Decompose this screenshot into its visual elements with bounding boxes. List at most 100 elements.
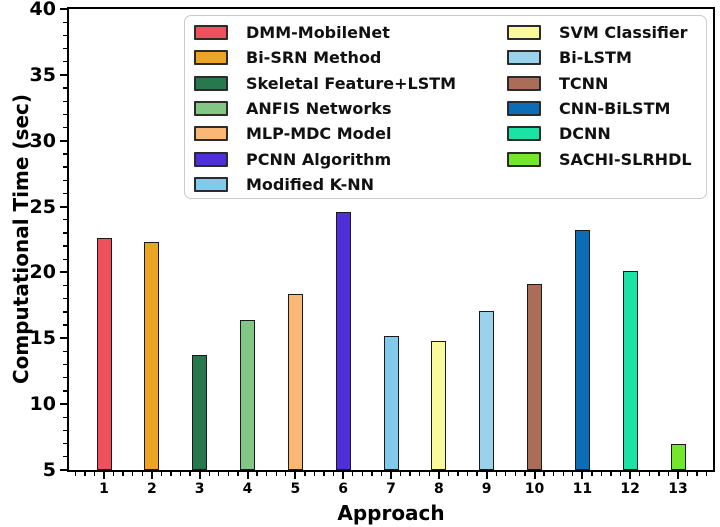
x-major-tick-3 [198, 472, 201, 479]
legend-label-pcnn-algorithm: PCNN Algorithm [246, 149, 392, 169]
y-minor-tick-32 [63, 113, 67, 116]
legend-item-cnn-bilstm: CNN-BiLSTM [507, 96, 692, 121]
legend-swatch-skeletal-feature-lstm [194, 75, 228, 91]
x-minor-tick [399, 472, 402, 476]
x-minor-tick [514, 472, 516, 476]
y-tick-label-40: 40 [29, 0, 56, 20]
x-major-tick-5 [294, 472, 297, 479]
y-minor-tick-7 [63, 443, 67, 445]
y-minor-tick-13 [63, 363, 67, 366]
y-minor-tick-12 [63, 377, 67, 379]
y-minor-tick-9 [63, 416, 67, 418]
x-minor-tick [562, 472, 564, 476]
legend-label-tcnn: TCNN [559, 73, 609, 93]
y-minor-tick-14 [63, 350, 67, 353]
x-major-tick-2 [150, 472, 153, 479]
x-minor-tick [361, 472, 363, 476]
x-minor-tick [256, 472, 258, 476]
y-minor-tick-24 [63, 219, 67, 221]
x-tick-label-9: 9 [481, 481, 492, 497]
y-major-tick-10 [60, 403, 67, 406]
legend-swatch-dmm-mobilenet [194, 25, 228, 41]
y-major-tick-35 [60, 73, 67, 76]
x-major-tick-8 [437, 472, 440, 479]
legend-item-dcnn: DCNN [507, 121, 692, 146]
x-minor-tick [457, 472, 459, 476]
x-minor-tick [552, 472, 555, 476]
y-tick-label-35: 35 [29, 63, 56, 86]
y-minor-tick-19 [63, 284, 67, 287]
legend-label-bi-lstm: Bi-LSTM [559, 48, 632, 68]
x-minor-tick [112, 472, 115, 476]
bar-11-cnn-bilstm [574, 230, 590, 470]
x-minor-tick [619, 472, 622, 476]
x-tick-label-3: 3 [194, 481, 205, 497]
x-minor-tick [160, 472, 163, 476]
x-minor-tick [696, 472, 698, 476]
x-minor-tick [313, 472, 316, 476]
legend-swatch-pcnn-algorithm [194, 151, 228, 167]
x-minor-tick [84, 472, 86, 476]
bar-1-dmm-mobilenet [96, 238, 112, 470]
bar-13-sachi-slrhdl [670, 443, 686, 470]
x-minor-tick [285, 472, 287, 476]
x-minor-tick [352, 472, 354, 476]
x-major-tick-4 [246, 472, 249, 479]
x-minor-tick [170, 472, 172, 476]
bar-2-bi-srn-method [144, 242, 160, 470]
x-tick-label-1: 1 [99, 481, 109, 497]
legend-label-modified-k-nn: Modified K-NN [246, 174, 375, 194]
x-major-tick-11 [581, 472, 584, 479]
y-minor-tick-6 [63, 456, 67, 458]
x-major-tick-13 [677, 472, 679, 479]
x-minor-tick [610, 472, 612, 476]
x-minor-tick [495, 472, 497, 476]
y-tick-label-20: 20 [29, 261, 56, 284]
x-tick-label-4: 4 [242, 481, 253, 497]
y-minor-tick-16 [63, 324, 67, 326]
x-minor-tick [600, 472, 603, 476]
y-minor-tick-21 [63, 258, 67, 260]
x-tick-label-11: 11 [572, 481, 593, 497]
x-tick-label-2: 2 [146, 481, 157, 497]
x-minor-tick [658, 472, 660, 476]
legend-swatch-cnn-bilstm [507, 101, 541, 117]
y-major-tick-5 [60, 469, 67, 471]
y-major-tick-25 [60, 205, 67, 208]
x-major-tick-12 [629, 472, 632, 479]
x-minor-tick [466, 472, 469, 476]
bar-12-dcnn [622, 271, 638, 470]
x-minor-tick [227, 472, 229, 476]
y-minor-tick-39 [63, 21, 67, 23]
legend-item-bi-lstm: Bi-LSTM [507, 45, 692, 70]
y-minor-tick-38 [63, 34, 67, 36]
legend-item-svm-classifier: SVM Classifier [507, 20, 692, 45]
legend-swatch-anfis-networks [194, 101, 228, 117]
x-minor-tick [323, 472, 325, 476]
bar-3-skeletal-feature-lstm [192, 355, 208, 470]
y-minor-tick-27 [63, 179, 67, 181]
legend-swatch-bi-lstm [507, 50, 541, 66]
legend-label-dmm-mobilenet: DMM-MobileNet [246, 23, 390, 43]
x-minor-tick [667, 472, 670, 476]
x-major-tick-10 [533, 472, 536, 479]
y-minor-tick-31 [63, 126, 67, 129]
x-minor-tick [218, 472, 220, 476]
legend-item-modified-k-nn: Modified K-NN [194, 172, 456, 197]
bar-10-tcnn [527, 284, 542, 470]
x-minor-tick [189, 472, 191, 476]
legend-label-skeletal-feature-lstm: Skeletal Feature+LSTM [246, 73, 457, 93]
x-minor-tick [141, 472, 143, 476]
bar-9-bi-lstm [479, 310, 495, 470]
x-minor-tick [639, 472, 641, 476]
x-tick-label-10: 10 [524, 481, 545, 497]
y-minor-tick-37 [63, 47, 67, 50]
bar-8-svm-classifier [431, 340, 447, 470]
x-minor-tick [371, 472, 373, 476]
y-minor-tick-29 [63, 153, 67, 155]
x-minor-tick [686, 472, 689, 476]
y-minor-tick-17 [63, 311, 67, 313]
y-tick-label-30: 30 [29, 129, 56, 152]
